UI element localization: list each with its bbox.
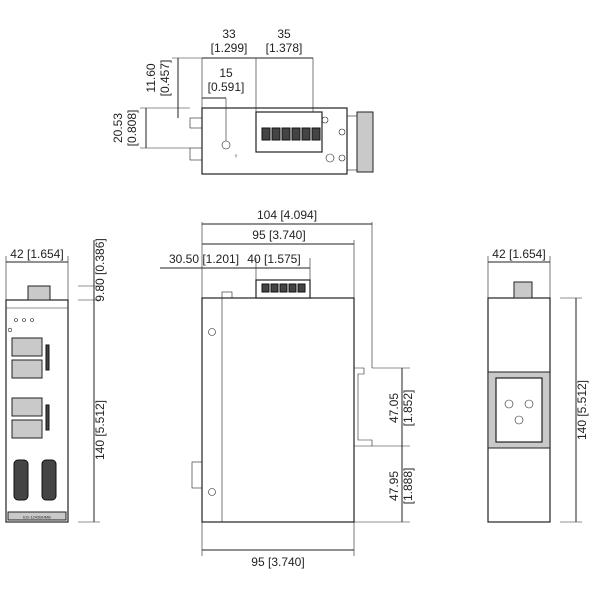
top-view-terminal-6 [311,127,321,141]
top-view-terminal-4 [291,127,301,141]
side-view-ground-tab [191,461,203,489]
side-view-screw-bottom [208,488,216,496]
top-view-din-clip [356,111,374,173]
side-view-din-clip [353,367,373,447]
top-view-screw-right-top [338,128,346,136]
front-view-model-plate [7,511,67,521]
dim-side-lower-rail: 47.95 [387,471,401,501]
dim-rear-height: 140 [5.512] [575,380,589,440]
top-view-terminal-3 [281,127,291,141]
top-view-block-screw-top [321,116,329,124]
rear-view-din-plate-inner [495,377,543,443]
dim-top-height-in: [0.457] [158,60,172,97]
dim-side-body-width: 95 [3.740] [252,228,305,242]
front-view-led-alarm [30,318,34,322]
dim-side-upper-rail-in: [1.852] [401,390,415,427]
dim-top-width-left-in: [1.299] [211,41,248,55]
front-view-eth-port-1 [11,337,43,357]
rear-view-screw-1 [504,399,514,409]
dim-top-width-right-in: [1.378] [266,41,303,55]
dim-side-bottom-width: 95 [3.740] [251,555,304,569]
front-view: EG-1242BHMB 42 [1.654] 9.80 [0.386] 140 … [5,238,107,523]
front-view-eth-port-4 [11,419,43,439]
dim-side-front-offset: 30.50 [1.201] [169,252,239,266]
front-view-led-p1 [14,318,18,322]
front-view-model-label: EG-1242BHMB [23,515,51,520]
side-view-terminal-4 [288,283,297,293]
side-view-terminal-5 [297,283,306,293]
top-view-ground-screw [189,147,203,161]
front-view-led-p2 [22,318,26,322]
side-view-body [201,297,355,523]
front-view-eth-label-a [45,344,50,371]
dim-top-side-height: 20.53 [111,113,125,143]
front-view-eth-port-3 [11,397,43,417]
top-view-terminal-1 [261,127,271,141]
dim-top-width-right: 35 [277,27,291,41]
dim-side-upper-rail: 47.05 [387,393,401,423]
dim-rear-width: 42 [1.654] [492,247,545,261]
side-view: 104 [4.094] 95 [3.740] 30.50 [1.201] 40 … [160,208,415,569]
front-view-eth-port-2 [11,359,43,379]
dim-front-height: 140 [5.512] [93,400,107,460]
dim-side-lower-rail-in: [1.888] [401,468,415,505]
side-view-terminal-2 [270,283,279,293]
dim-front-width: 42 [1.654] [10,247,63,261]
top-view-block-screw-bottom [325,153,335,163]
side-view-top-tab [221,291,233,299]
dim-side-connector-width: 40 [1.575] [247,252,300,266]
side-view-terminal-1 [261,283,270,293]
top-view-ground-mark: ⏚ [234,152,238,158]
front-view-serial-port-2 [41,459,57,501]
top-view-screw-right-bottom [338,154,346,162]
dim-front-top-offset: 9.80 [0.386] [93,238,107,301]
front-view-default-button [7,327,13,333]
rear-view-screw-2 [524,399,534,409]
dim-top-width-left: 33 [222,27,236,41]
rear-view: 42 [1.654] 140 [5.512] [487,247,589,523]
front-view-serial-port-1 [13,459,29,501]
front-view-top-connector [27,285,51,301]
side-view-screw-top [208,328,216,336]
rear-view-screw-3 [514,415,524,425]
top-view-terminal-5 [301,127,311,141]
top-view: ⏚ 33 [1.299] 35 [1.378] 15 [0.591] 11.60… [111,27,374,175]
top-view-terminal-2 [271,127,281,141]
top-view-side-tab [346,115,358,171]
side-view-terminal-3 [279,283,288,293]
dim-top-side-height-in: [0.808] [125,110,139,147]
rear-view-top-connector [513,281,533,299]
dim-top-height: 11.60 [144,63,158,92]
front-view-eth-label-b [45,404,50,431]
dim-top-offset: 15 [219,66,233,80]
top-view-ground-tab [189,117,203,129]
dim-top-offset-in: [0.591] [208,80,245,94]
dim-side-total-width: 104 [4.094] [257,208,317,222]
